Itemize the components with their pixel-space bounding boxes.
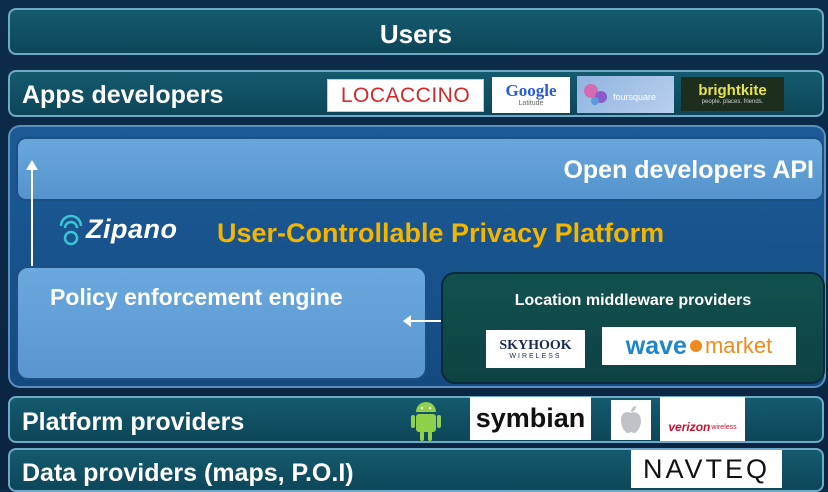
apple-icon: [621, 406, 641, 433]
verizon-logo: verizon wireless: [660, 397, 745, 441]
open-api-box: Open developers API: [16, 137, 824, 201]
users-layer: Users: [8, 8, 824, 55]
open-api-label: Open developers API: [563, 156, 814, 184]
zipano-logo: Zipano: [56, 212, 206, 252]
locaccino-logo-text: LOCACCINO: [340, 83, 471, 107]
foursquare-logo-text: foursquare: [613, 92, 657, 102]
symbian-logo: symbian: [470, 397, 591, 440]
wavemarket-logo: wave market: [602, 327, 796, 365]
android-icon: [411, 402, 441, 441]
middleware-label: Location middleware providers: [514, 292, 752, 309]
policy-engine-box: Policy enforcement engine: [16, 266, 427, 380]
brightkite-logo: brightkite people. places. friends.: [681, 77, 784, 111]
skyhook-logo-text: SKYHOOK: [499, 337, 572, 353]
data-providers-label: Data providers (maps, P.O.I): [22, 459, 354, 487]
users-label: Users: [379, 19, 453, 49]
google-logo-text: Google: [505, 81, 557, 100]
zipano-logo-icon: [59, 214, 83, 246]
zipano-logo-text: Zipano: [86, 214, 178, 244]
wave-logo-text: wave: [625, 331, 687, 360]
locaccino-logo: LOCACCINO: [327, 79, 484, 112]
apps-developers-label: Apps developers: [22, 81, 224, 109]
brightkite-logo-text: brightkite: [698, 81, 767, 99]
market-logo-text: market: [704, 333, 773, 358]
foursquare-logo: foursquare: [577, 76, 674, 113]
brightkite-tagline-text: people. places. friends.: [701, 98, 764, 105]
skyhook-sub-text: WIRELESS: [509, 352, 562, 360]
navteq-logo-text: NAVTEQ: [642, 453, 770, 484]
symbian-logo-text: symbian: [475, 403, 586, 433]
google-latitude-text: Latitude: [518, 100, 544, 107]
google-latitude-logo: Google Latitude: [492, 77, 570, 113]
skyhook-logo: SKYHOOK WIRELESS: [486, 330, 585, 368]
policy-engine-label: Policy enforcement engine: [50, 284, 343, 310]
verizon-sub-text: wireless: [711, 424, 737, 431]
verizon-logo-text: verizon: [668, 420, 711, 434]
apple-logo: [611, 400, 651, 440]
platform-providers-label: Platform providers: [22, 408, 245, 436]
platform-title: User-Controllable Privacy Platform: [217, 218, 665, 248]
navteq-logo: NAVTEQ: [631, 450, 782, 488]
wave-dots-icon: [689, 340, 702, 352]
foursquare-swirl-icon: [584, 84, 607, 105]
